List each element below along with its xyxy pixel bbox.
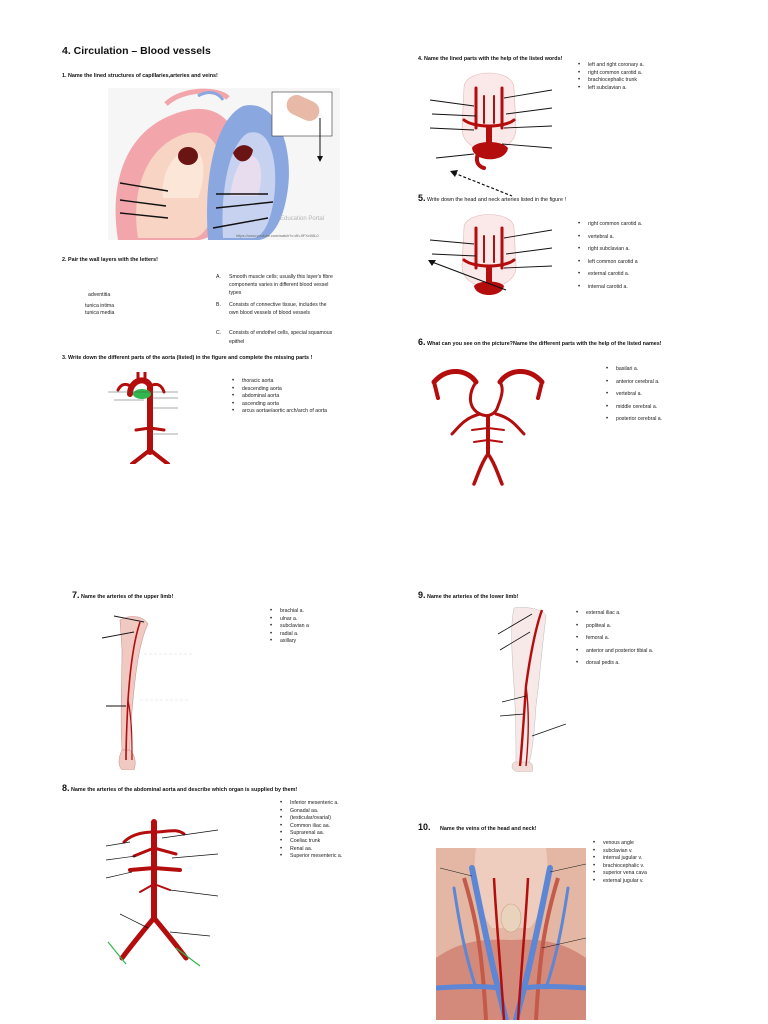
list-item: femoral a. <box>576 632 653 645</box>
list-item: subclavian v. <box>593 848 647 856</box>
aorta-parts-list: thoracic aorta descending aorta abdomina… <box>232 378 327 416</box>
question-text: Name the veins of the head and neck! <box>440 826 537 832</box>
list-item: left and right coronary a. <box>578 62 644 70</box>
layer-label-3: tunica media <box>85 310 115 316</box>
question-9: 9. Name the arteries of the lower limb! <box>418 590 518 600</box>
list-item: vertebral a. <box>606 388 662 401</box>
list-item: right subclavian a. <box>578 243 642 256</box>
list-item: brachiocephalic trunk <box>578 77 644 85</box>
question-6: 6. What can you see on the picture?Name … <box>418 337 662 347</box>
list-item: thoracic aorta <box>232 378 327 386</box>
list-item: vertebral a. <box>578 231 642 244</box>
neck-veins-figure <box>436 848 586 1020</box>
list-item: arcus aortae/aortic arch/arch of aorta <box>232 408 327 416</box>
list-item: right common carotid a. <box>578 70 644 78</box>
head-neck-arteries-list: right common carotid a. vertebral a. rig… <box>578 218 642 294</box>
option-a-line3: types <box>229 290 242 296</box>
upper-limb-arteries-list: brachial a. ulnar a. subclavian a radial… <box>270 608 309 646</box>
list-item: external carotid a. <box>578 268 642 281</box>
list-item: posterior cerebral a. <box>606 413 662 426</box>
list-item: brachial a. <box>270 608 309 616</box>
abdominal-aorta-figure <box>100 818 220 968</box>
list-item: internal jugular v. <box>593 855 647 863</box>
question-10: 10. Name the veins of the head and neck! <box>418 822 536 832</box>
vessel-cross-section-figure: Education Portal https://www.youtube.com… <box>108 88 340 240</box>
head-neck-veins-list: venous angle subclavian v. internal jugu… <box>593 840 647 886</box>
cerebral-arteries-list: basilari a. anterior cerebral a. vertebr… <box>606 363 662 426</box>
upper-limb-figure <box>100 610 200 770</box>
question-number: 10. <box>418 822 431 832</box>
option-a-line1: Smooth muscle cells; usually this layer'… <box>229 274 333 280</box>
question-text: Name the arteries of the abdominal aorta… <box>71 787 298 793</box>
question-text: Name the arteries of the upper limb! <box>81 594 174 600</box>
list-item: left common carotid a <box>578 256 642 269</box>
list-item: abdominal aorta <box>232 393 327 401</box>
list-item: internal carotid a. <box>578 281 642 294</box>
watermark-text: Education Portal <box>280 216 325 222</box>
question-text: Write down the head and neck arteries li… <box>427 197 566 203</box>
option-c-line2: epithel <box>229 339 245 345</box>
layer-label-1: adventitia <box>88 292 111 298</box>
question-7: 7. Name the arteries of the upper limb! <box>72 590 173 600</box>
question-5: 5. Write down the head and neck arteries… <box>418 193 566 203</box>
question-text: Name the arteries of the lower limb! <box>427 594 519 600</box>
abdominal-aorta-list: Inferior mesenteric a. Gonadal aa. (test… <box>280 800 342 861</box>
question-3: 3. Write down the different parts of the… <box>62 355 313 361</box>
list-item: ulnar a. <box>270 616 309 624</box>
question-number: 8. <box>62 783 70 793</box>
list-item: right common carotid a. <box>578 218 642 231</box>
head-neck-arteries-figure <box>424 210 554 306</box>
option-a-line2: components varies in different blood ves… <box>229 282 329 288</box>
aorta-figure <box>100 372 190 464</box>
list-item: brachiocephalic v. <box>593 863 647 871</box>
question-number: 6. <box>418 337 426 347</box>
list-item: Inferior mesenteric a. <box>280 800 342 808</box>
option-b-line2: own blood vessels of blood vessels <box>229 310 311 316</box>
question-1: 1. Name the lined structures of capillar… <box>62 73 218 79</box>
option-a-letter: A. <box>216 274 221 280</box>
list-item: Suprarenal aa. <box>280 830 342 838</box>
list-item: Superior mesenteric a. <box>280 853 342 861</box>
heart-arteries-figure <box>424 68 554 198</box>
question-4: 4. Name the lined parts with the help of… <box>418 56 563 62</box>
question-2: 2. Pair the wall layers with the letters… <box>62 257 158 263</box>
list-item: axillary <box>270 638 309 646</box>
lower-limb-figure <box>496 606 566 772</box>
question-number: 5. <box>418 193 426 203</box>
list-item: subclavian a <box>270 623 309 631</box>
option-b-line1: Consists of connective tissue, includes … <box>229 302 327 308</box>
layer-label-2: tunica intima <box>85 303 115 309</box>
list-item: anterior and posterior tibial a. <box>576 645 653 658</box>
question-text: What can you see on the picture?Name the… <box>427 341 662 347</box>
circle-of-willis-figure <box>428 358 548 486</box>
question-number: 7. <box>72 590 80 600</box>
list-item: descending aorta <box>232 386 327 394</box>
list-item: left subclavian a. <box>578 85 644 93</box>
option-b-letter: B. <box>216 302 221 308</box>
heart-vessels-list: left and right coronary a. right common … <box>578 62 644 92</box>
image-caption: https://www.youtube.com/watch?v=8h-9FXvX… <box>236 234 319 238</box>
list-item: basilari a. <box>606 363 662 376</box>
list-item: venous angle <box>593 840 647 848</box>
option-c-line1: Consists of endothel cells, special squa… <box>229 330 333 336</box>
list-item: dorsal pedis a. <box>576 657 653 670</box>
question-number: 9. <box>418 590 426 600</box>
option-c-letter: C. <box>216 330 222 336</box>
list-item: external jugular v. <box>593 878 647 886</box>
lower-limb-arteries-list: external iliac a. popliteal a. femoral a… <box>576 607 653 670</box>
list-item: (testicular/ovarial) <box>280 815 342 823</box>
list-item: Common iliac aa. <box>280 823 342 831</box>
list-item: radial a. <box>270 631 309 639</box>
list-item: superior vena cava <box>593 870 647 878</box>
list-item: anterior cerebral a. <box>606 376 662 389</box>
list-item: Renal aa. <box>280 846 342 854</box>
question-8: 8. Name the arteries of the abdominal ao… <box>62 783 297 793</box>
list-item: ascending aorta <box>232 401 327 409</box>
list-item: middle cerebral a. <box>606 401 662 414</box>
list-item: popliteal a. <box>576 620 653 633</box>
list-item: Coeliac trunk <box>280 838 342 846</box>
page-title: 4. Circulation – Blood vessels <box>62 45 211 57</box>
list-item: Gonadal aa. <box>280 808 342 816</box>
list-item: external iliac a. <box>576 607 653 620</box>
